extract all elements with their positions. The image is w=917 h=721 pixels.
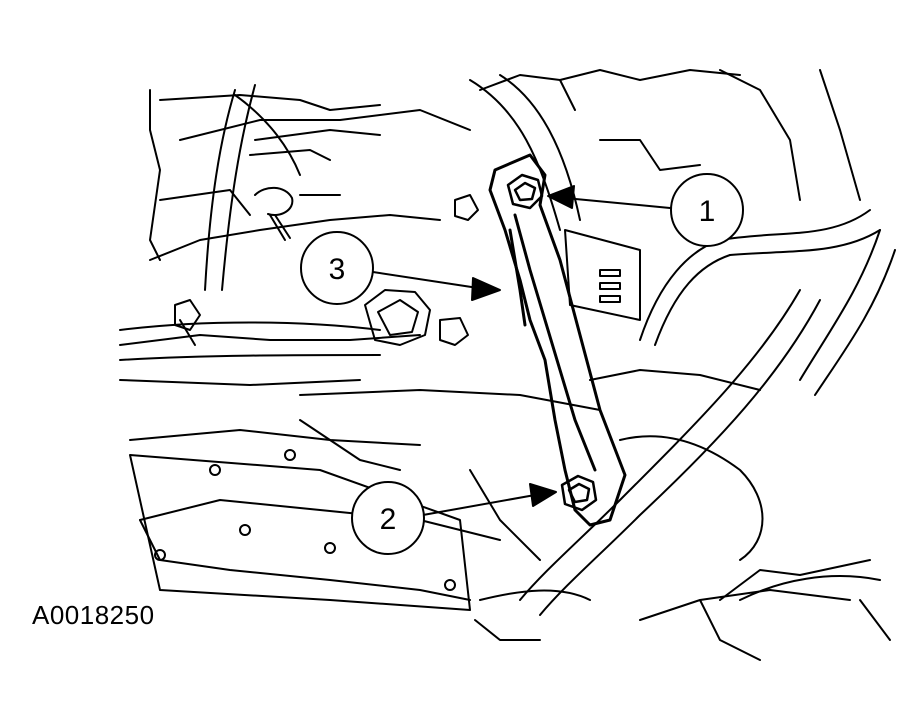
callout-1: 1 bbox=[547, 173, 744, 247]
figure-id: A0018250 bbox=[32, 600, 155, 630]
hoses-and-cables bbox=[119, 74, 896, 641]
callout-1-label: 1 bbox=[699, 195, 716, 228]
callout-3: 3 bbox=[300, 231, 501, 305]
stud-bolts bbox=[174, 186, 479, 346]
upper-bracket-bolt bbox=[506, 173, 544, 210]
lower-bracket-bolt bbox=[560, 474, 598, 512]
callout-2: 2 bbox=[351, 481, 557, 555]
electrical-connector bbox=[564, 229, 641, 321]
callout-2-label: 2 bbox=[380, 503, 397, 536]
support-bracket bbox=[488, 153, 627, 527]
large-nut bbox=[364, 289, 469, 346]
callout-3-label: 3 bbox=[329, 253, 346, 286]
engine-block-linework bbox=[119, 69, 891, 661]
